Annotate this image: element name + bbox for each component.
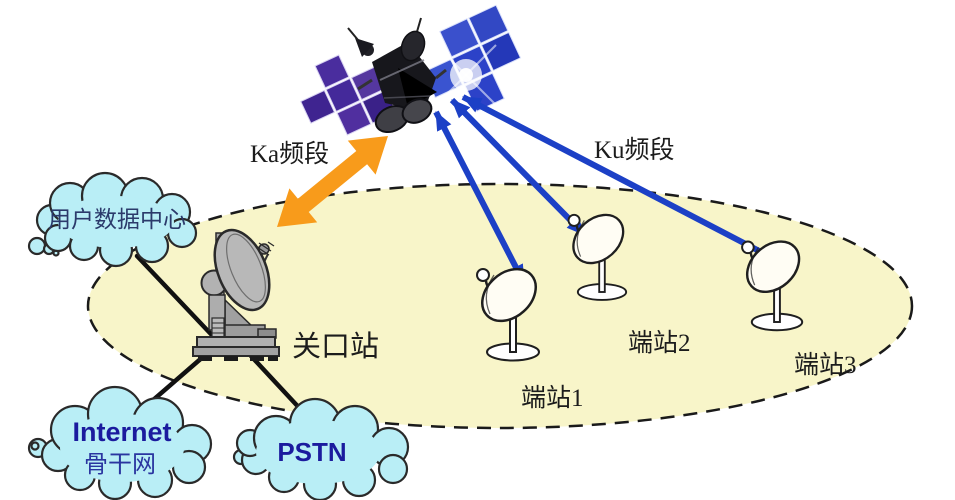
ku-band-label: Ku频段 — [594, 136, 675, 164]
gateway-station — [192, 228, 280, 361]
terminal2-label: 端站2 — [628, 329, 691, 357]
link-gateway-pstn — [248, 353, 307, 416]
ka-band-label: Ka频段 — [250, 140, 329, 168]
satellite-body — [347, 17, 447, 134]
terminal3-label: 端站3 — [794, 351, 857, 379]
internet-label: Internet — [72, 417, 171, 447]
gateway-feet — [198, 356, 278, 361]
ku-link-terminal3 — [461, 94, 792, 270]
gateway-base-upper — [196, 336, 276, 348]
gateway-base-lower — [192, 346, 280, 357]
gateway-dish-shading — [226, 233, 266, 303]
ku-band-arrows — [433, 94, 792, 285]
terminal1-label: 端站1 — [521, 384, 584, 412]
gateway-dish — [213, 228, 271, 312]
pstn-label: PSTN — [277, 437, 346, 467]
ka-band-arrow — [277, 136, 388, 227]
cloud-pstn: PSTN — [232, 397, 410, 500]
cloud-internet: Internet 骨干网 — [27, 385, 213, 500]
solar-flare — [435, 44, 497, 106]
link-userdc-gateway — [134, 253, 229, 353]
cloud-user-data-center: 用户数据中心 — [27, 171, 198, 268]
gateway-label: 关口站 — [292, 330, 379, 363]
satellite-reflector-right — [401, 98, 433, 124]
gateway-feed-horn — [256, 241, 275, 256]
satellite — [300, 4, 522, 136]
internet-backbone-label: 骨干网 — [84, 452, 156, 478]
user-data-center-label: 用户数据中心 — [48, 207, 186, 232]
